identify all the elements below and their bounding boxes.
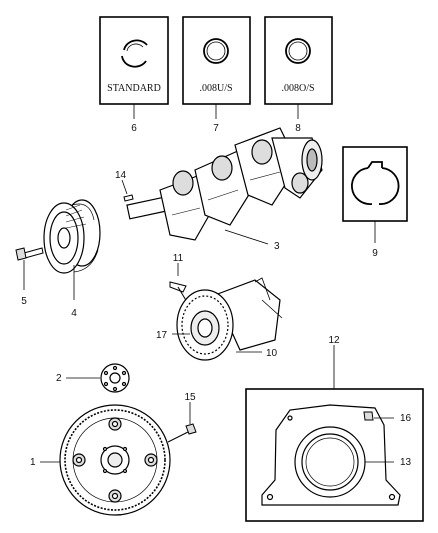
bearing-box-label: .008O/S (281, 83, 314, 94)
bearing-box-undersize: .008U/S (182, 16, 251, 105)
callout-12: 12 (328, 335, 340, 346)
rear-seal-box (245, 388, 424, 522)
bearing-box-label: .008U/S (199, 83, 232, 94)
callout-7: 7 (213, 123, 219, 134)
flexplate-bolt (167, 423, 197, 443)
thrust-washer-box (342, 146, 408, 222)
bearing-shell-icon (203, 38, 229, 64)
rear-seal-retainer (261, 404, 401, 506)
callout-2: 2 (56, 373, 62, 384)
tone-wheel-assembly (176, 277, 283, 361)
damper-bolt (15, 247, 44, 261)
callout-8: 8 (295, 123, 301, 134)
bearing-box-oversize: .008O/S (264, 16, 333, 105)
vibration-damper (43, 199, 101, 274)
callout-11: 11 (173, 253, 184, 264)
seal-retainer-screw (363, 411, 374, 421)
bearing-shell-icon (121, 39, 148, 68)
bearing-shell-icon (285, 38, 311, 64)
callout-14: 14 (115, 170, 127, 181)
callout-13: 13 (400, 457, 412, 468)
callout-4: 4 (71, 308, 77, 319)
callout-6: 6 (131, 123, 137, 134)
callout-10: 10 (266, 348, 278, 359)
callout-3: 3 (274, 241, 280, 252)
callout-16: 16 (400, 413, 412, 424)
bearing-box-standard: STANDARD (99, 16, 169, 105)
flexplate (59, 404, 171, 516)
callout-15: 15 (184, 392, 196, 403)
woodruff-key (123, 194, 134, 202)
callout-9: 9 (372, 248, 378, 259)
callout-1: 1 (30, 457, 36, 468)
callout-5: 5 (21, 296, 27, 307)
crankshaft (126, 127, 323, 241)
bearing-box-label: STANDARD (107, 83, 161, 94)
thrust-washer-icon (350, 161, 400, 205)
flexplate-adapter (100, 363, 130, 393)
callout-17: 17 (156, 330, 168, 341)
